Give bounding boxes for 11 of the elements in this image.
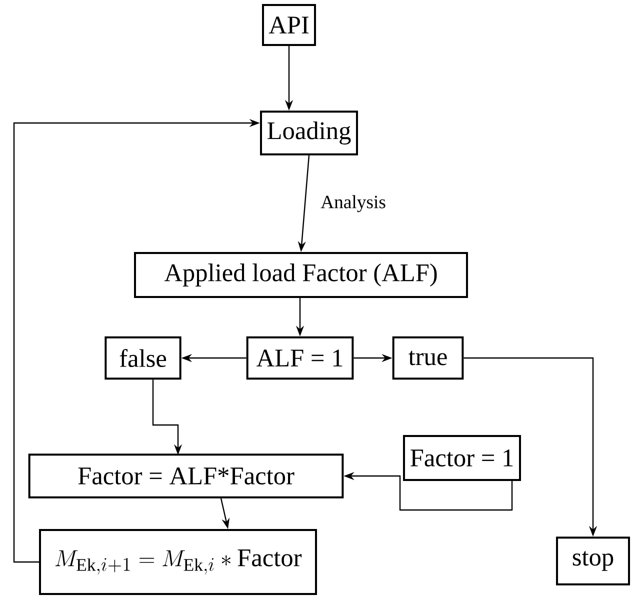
process-box: Loading (260, 110, 358, 156)
edge-label: Analysis (319, 194, 388, 214)
process-box: Factor = 1 (403, 435, 521, 481)
process-box: ALF = 1 (246, 336, 354, 380)
process-box: Factor = ALF*Factor (28, 454, 344, 498)
process-box: stop (556, 536, 630, 586)
process-box: false (104, 336, 182, 380)
process-box: true (392, 336, 464, 380)
process-box: API (262, 4, 316, 46)
formula-box: $M_{\mathrm{Ek},i+1} = M_{\mathrm{Ek},i}*\mathrm{Factor}$ (39, 529, 317, 595)
process-box: Applied load Factor (ALF) (134, 252, 468, 298)
